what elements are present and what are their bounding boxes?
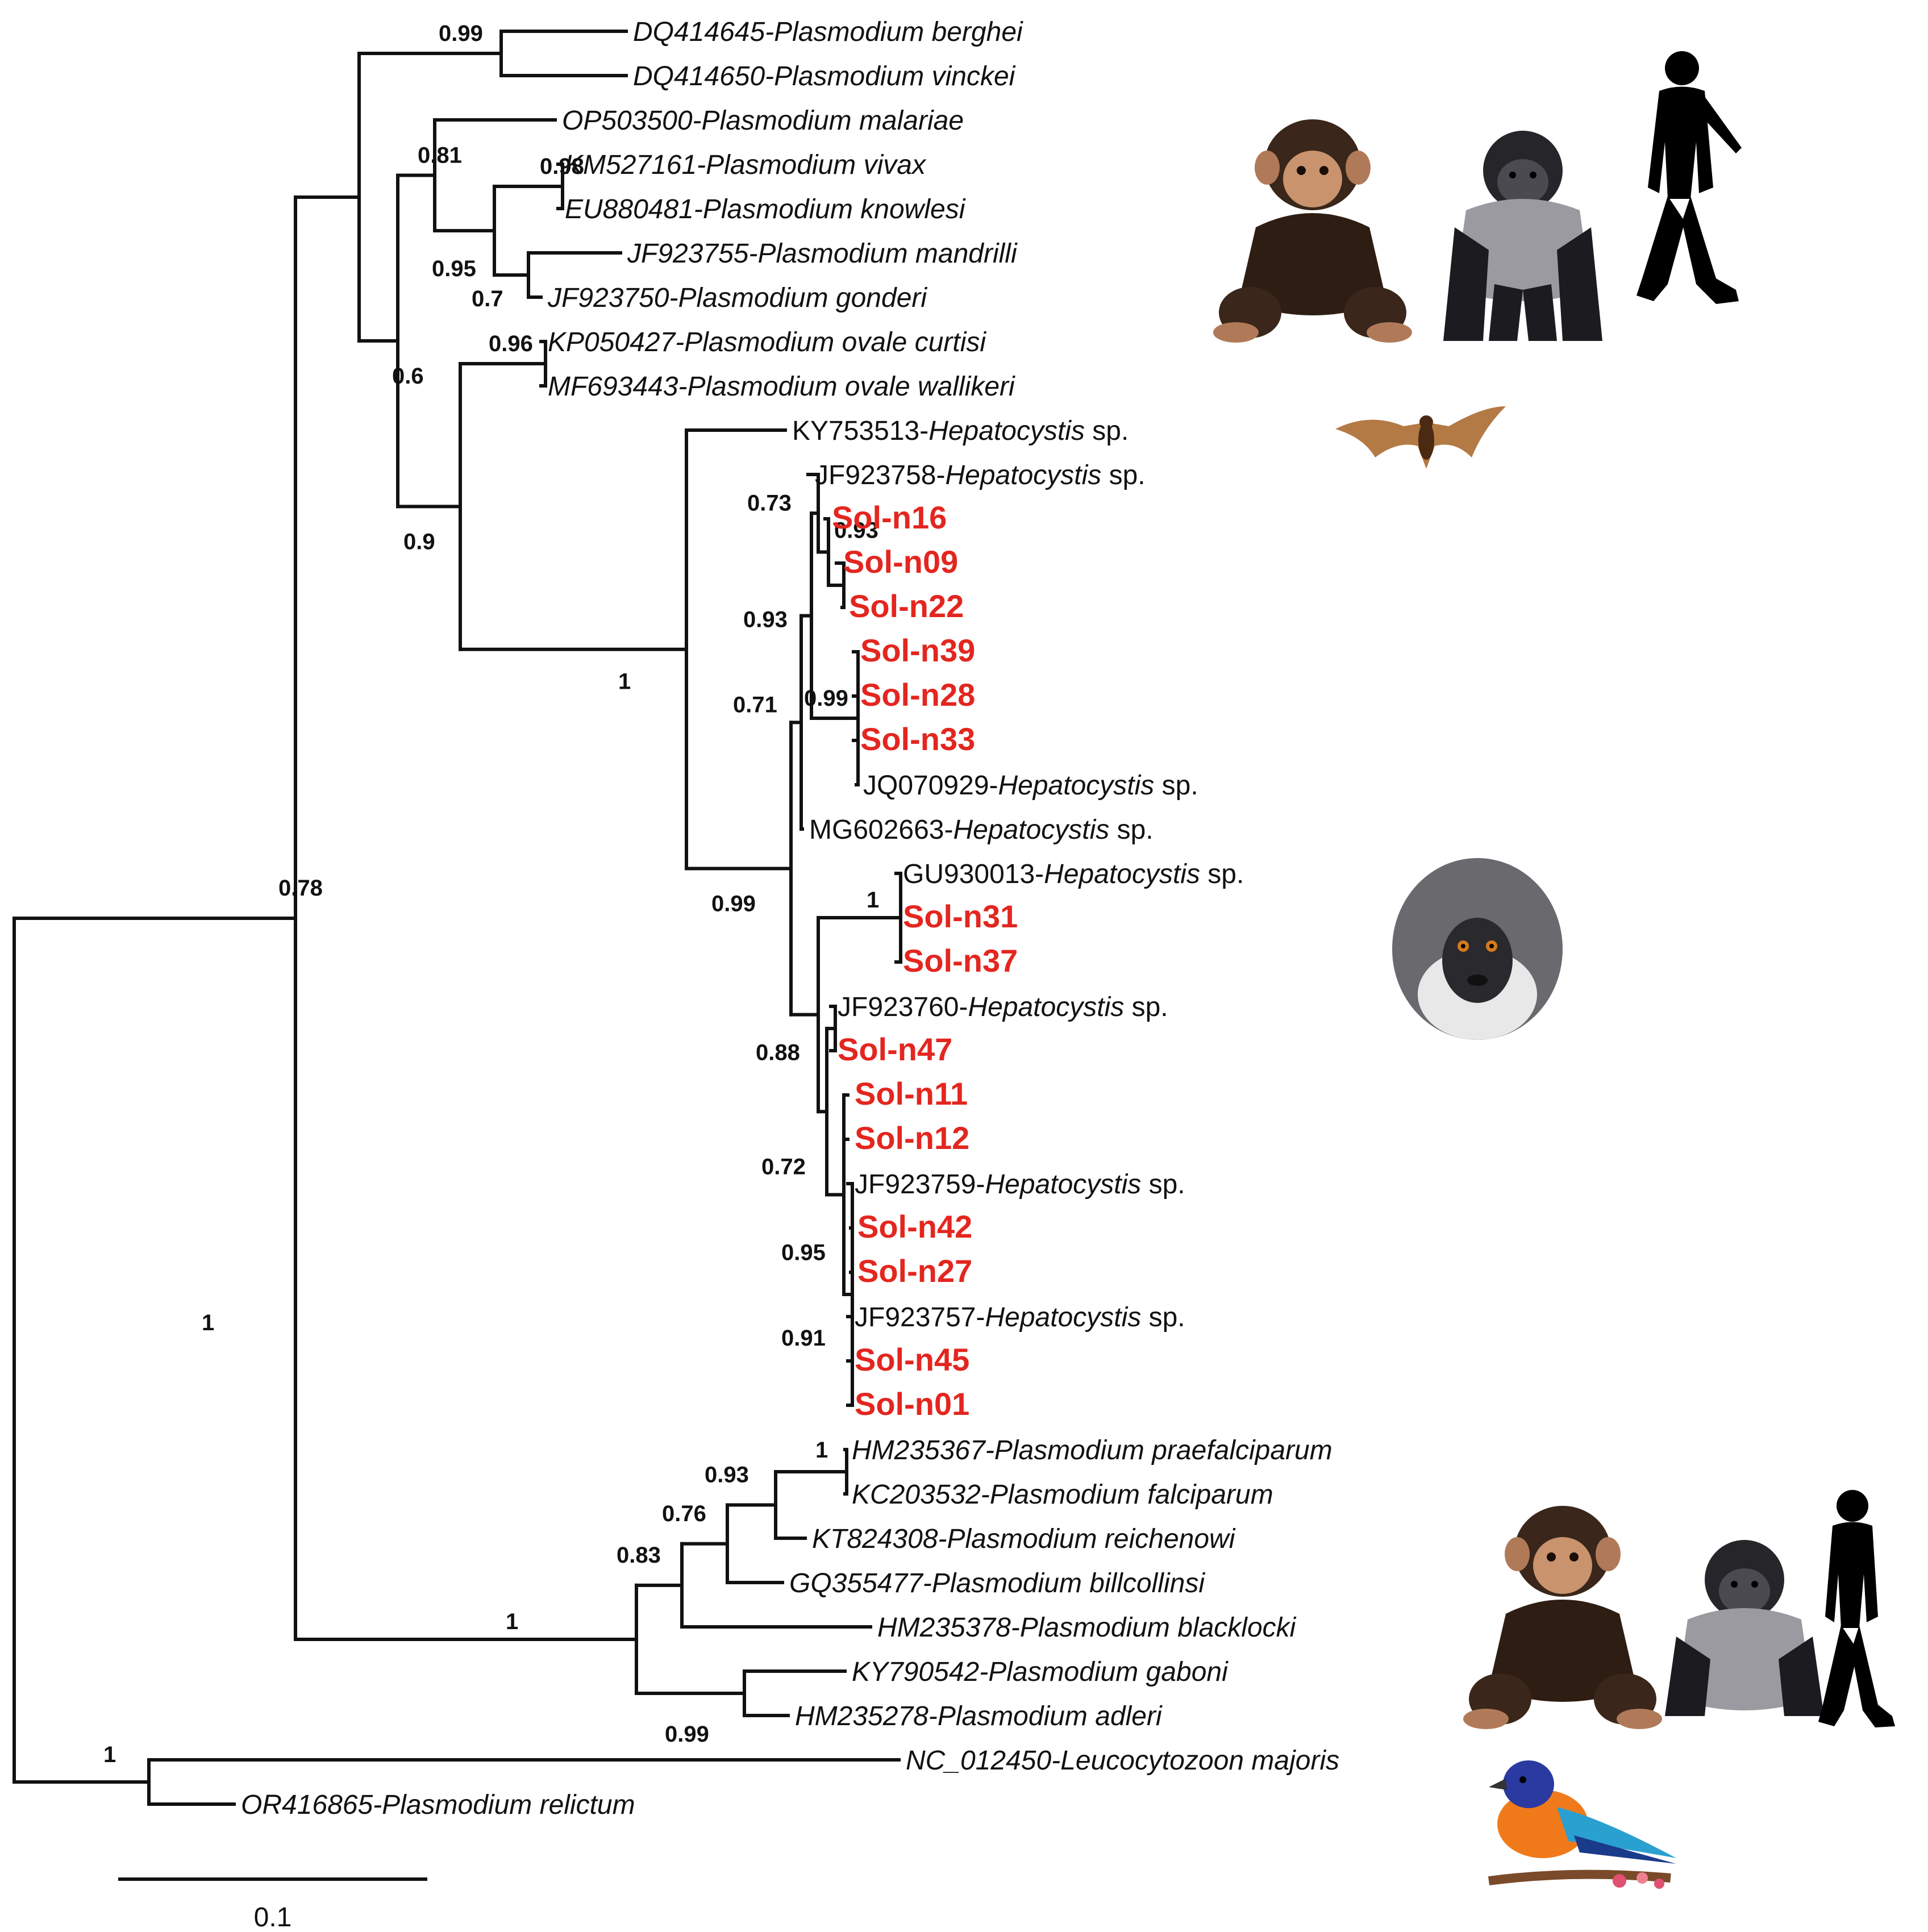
leaf-label-sample: Sol-n45 xyxy=(855,1342,969,1377)
leaf-label: JF923750-Plasmodium gonderi xyxy=(547,283,927,313)
leaf-label-sample: Sol-n11 xyxy=(855,1076,968,1111)
human-icon xyxy=(1818,1490,1895,1727)
leaf-label-sample: Sol-n16 xyxy=(832,499,947,535)
scale-bar-label: 0.1 xyxy=(254,1902,292,1932)
leaf-label: KT824308-Plasmodium reichenowi xyxy=(812,1524,1236,1554)
leaf-label-sample: Sol-n39 xyxy=(860,632,975,668)
support-value: 0.78 xyxy=(278,876,323,901)
support-value: 0.83 xyxy=(617,1543,661,1568)
support-value: 0.96 xyxy=(489,331,533,356)
host-group-bottom xyxy=(1463,1490,1895,1729)
support-value: 1 xyxy=(815,1438,828,1463)
leaf-label-sample: Sol-n28 xyxy=(860,677,975,713)
leaf-label: NC_012450-Leucocytozoon majoris xyxy=(906,1746,1339,1776)
scale-bar: 0.1 xyxy=(118,1877,427,1932)
leaf-label-sample: Sol-n01 xyxy=(855,1386,969,1422)
support-value: 1 xyxy=(103,1742,116,1767)
support-value: 1 xyxy=(867,888,879,913)
leaf-label: JF923757-Hepatocystis sp. xyxy=(855,1302,1185,1333)
support-value: 1 xyxy=(202,1310,214,1335)
leaf-label: OP503500-Plasmodium malariae xyxy=(562,106,964,136)
support-value: 0.73 xyxy=(747,490,792,515)
leaf-label-sample: Sol-n09 xyxy=(843,544,958,580)
bird-icon xyxy=(1488,1760,1676,1889)
leaf-label: DQ414645-Plasmodium berghei xyxy=(633,17,1023,47)
support-value: 1 xyxy=(506,1609,518,1634)
tree-branches xyxy=(13,30,902,1806)
support-value: 0.9 xyxy=(403,529,435,554)
support-value: 0.81 xyxy=(418,143,462,168)
support-value: 0.99 xyxy=(804,686,848,711)
leaf-label: KY790542-Plasmodium gaboni xyxy=(852,1657,1229,1687)
leaf-label-sample: Sol-n37 xyxy=(903,943,1018,979)
chimpanzee-icon xyxy=(1213,119,1412,343)
support-value: 0.76 xyxy=(662,1501,706,1526)
human-icon xyxy=(1636,51,1742,304)
support-value: 0.88 xyxy=(756,1040,800,1065)
support-value: 0.99 xyxy=(711,891,756,916)
leaf-label-sample: Sol-n42 xyxy=(857,1209,972,1244)
leaf-labels: DQ414645-Plasmodium bergheiDQ414650-Plas… xyxy=(241,17,1339,1820)
gorilla-icon xyxy=(1665,1540,1824,1716)
support-value: 0.93 xyxy=(834,518,878,543)
leaf-label: KY753513-Hepatocystis sp. xyxy=(792,416,1129,446)
support-value: 0.99 xyxy=(439,21,483,46)
support-value: 0.6 xyxy=(392,364,424,389)
leaf-label: DQ414650-Plasmodium vinckei xyxy=(633,61,1016,91)
support-value: 0.95 xyxy=(781,1240,826,1265)
support-value: 0.98 xyxy=(540,154,584,179)
leaf-label-sample: Sol-n33 xyxy=(860,721,975,757)
leaf-label: JF923755-Plasmodium mandrilli xyxy=(627,239,1018,269)
leaf-label-sample: Sol-n31 xyxy=(903,898,1018,934)
support-value: 0.91 xyxy=(781,1326,826,1351)
leaf-label: KC203532-Plasmodium falciparum xyxy=(852,1480,1273,1510)
host-group-top xyxy=(1213,51,1742,343)
support-value: 0.71 xyxy=(733,692,777,717)
leaf-label: KP050427-Plasmodium ovale curtisi xyxy=(548,327,986,357)
leaf-label: JQ070929-Hepatocystis sp. xyxy=(863,771,1198,801)
leaf-label: EU880481-Plasmodium knowlesi xyxy=(565,194,966,224)
leaf-label: JF923758-Hepatocystis sp. xyxy=(815,460,1146,490)
leaf-label: JF923759-Hepatocystis sp. xyxy=(855,1169,1185,1200)
leaf-label: GU930013-Hepatocystis sp. xyxy=(903,859,1244,889)
leaf-label: KM527161-Plasmodium vivax xyxy=(565,150,927,180)
support-value: 0.72 xyxy=(761,1154,806,1179)
leaf-label: MF693443-Plasmodium ovale wallikeri xyxy=(548,372,1015,402)
leaf-label: HM235367-Plasmodium praefalciparum xyxy=(852,1435,1332,1465)
leaf-label-sample: Sol-n47 xyxy=(838,1031,952,1067)
leaf-label: OR416865-Plasmodium relictum xyxy=(241,1790,635,1820)
support-value: 0.99 xyxy=(665,1722,709,1747)
leaf-label-sample: Sol-n27 xyxy=(857,1253,972,1289)
leaf-label: HM235278-Plasmodium adleri xyxy=(795,1701,1163,1731)
gorilla-icon xyxy=(1443,131,1602,341)
support-values: 1 0.78 0.99 0.6 0.81 0.95 0.98 0.7 0.9 0.96 1 0.99 0… xyxy=(103,21,879,1767)
leaf-label: MG602663-Hepatocystis sp. xyxy=(809,815,1154,845)
support-value: 0.93 xyxy=(743,607,788,632)
leaf-label-sample: Sol-n22 xyxy=(849,588,964,624)
leaf-label: HM235378-Plasmodium blacklocki xyxy=(877,1613,1297,1643)
monkey-icon xyxy=(1392,858,1563,1040)
support-value: 0.7 xyxy=(472,286,503,311)
leaf-label: GQ355477-Plasmodium billcollinsi xyxy=(789,1568,1205,1598)
support-value: 0.95 xyxy=(432,256,476,281)
bat-icon xyxy=(1335,406,1506,469)
leaf-label: JF923760-Hepatocystis sp. xyxy=(838,992,1168,1022)
support-value: 0.93 xyxy=(705,1463,749,1488)
leaf-label-sample: Sol-n12 xyxy=(855,1120,969,1156)
chimpanzee-icon xyxy=(1463,1506,1662,1729)
support-value: 1 xyxy=(618,669,631,694)
